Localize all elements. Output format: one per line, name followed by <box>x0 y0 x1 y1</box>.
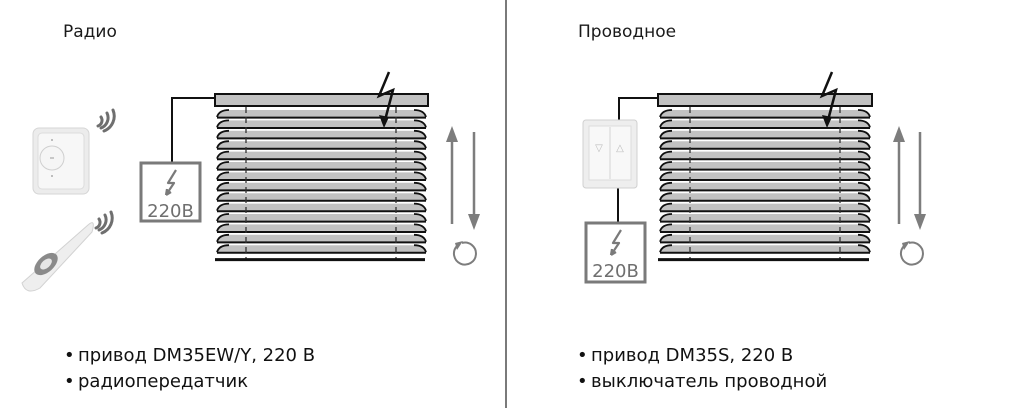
wired-panel: Проводное ▽ △ 220B <box>507 0 1024 408</box>
lightning-bolt-icon <box>819 71 838 125</box>
bullet-marker: • <box>577 345 588 366</box>
radio-wall-transmitter <box>32 127 90 195</box>
arrow-down-icon <box>468 132 480 230</box>
bullet-marker: • <box>64 371 75 392</box>
blind-slat <box>660 151 870 159</box>
blind-slat <box>217 130 426 138</box>
radio-waves-icon <box>96 108 116 133</box>
radio-panel: Радио <box>0 0 506 408</box>
power-wire <box>171 97 216 162</box>
arrow-down-icon <box>914 132 926 230</box>
blind-slat <box>660 245 870 253</box>
blind-slat <box>217 120 426 128</box>
blind-slat <box>217 234 426 242</box>
blind-slat <box>660 162 870 169</box>
wired-wall-switch: ▽ △ <box>582 119 638 189</box>
blind-slat <box>660 203 870 211</box>
arrow-up-icon <box>446 126 458 224</box>
blind-slat <box>660 120 870 128</box>
blind-slat <box>660 224 870 232</box>
switch-down-glyph: ▽ <box>595 143 603 154</box>
headrail <box>214 93 429 107</box>
power-wire <box>618 97 659 122</box>
panel-divider <box>505 0 507 408</box>
arrow-up-icon <box>893 126 905 224</box>
wired-feature-list: •привод DM35S, 220 В •выключатель провод… <box>577 343 827 395</box>
switch-up-glyph: △ <box>616 143 624 154</box>
blind-slat <box>660 182 870 190</box>
radio-remote-control <box>21 222 94 292</box>
bullet-text: привод DM35EW/Y, 220 В <box>78 345 316 366</box>
power-box-label: 220B <box>147 201 194 222</box>
blind-slat <box>217 162 426 169</box>
blind-slat <box>660 130 870 138</box>
blind-slat <box>217 141 426 149</box>
blind-slat <box>660 214 870 221</box>
blind-slat <box>660 141 870 149</box>
radio-feature-list: •привод DM35EW/Y, 220 В •радиопередатчик <box>64 343 315 395</box>
wired-panel-title: Проводное <box>578 22 677 42</box>
blind-slat <box>217 110 426 117</box>
blind-slat <box>217 203 426 211</box>
lightning-bolt-icon <box>376 71 395 125</box>
bullet-text: выключатель проводной <box>591 371 828 392</box>
headrail <box>657 93 873 107</box>
bullet-text: привод DM35S, 220 В <box>591 345 794 366</box>
list-item: •радиопередатчик <box>64 369 315 395</box>
list-item: •привод DM35EW/Y, 220 В <box>64 343 315 369</box>
power-box-label: 220B <box>592 261 639 282</box>
lightning-bolt-icon <box>609 229 622 256</box>
lightning-bolt-icon <box>164 169 177 196</box>
power-supply-box: 220B <box>139 161 202 223</box>
bullet-marker: • <box>64 345 75 366</box>
bullet-text: радиопередатчик <box>78 371 249 392</box>
blind-slat <box>660 110 870 117</box>
blind-slat <box>217 245 426 253</box>
wired-diagram: ▽ △ 220B <box>582 71 926 284</box>
radio-panel-title: Радио <box>63 22 117 42</box>
power-supply-box: 220B <box>584 221 647 284</box>
radio-waves-icon <box>94 210 114 235</box>
blind-slat <box>660 193 870 201</box>
blind-slat <box>217 193 426 201</box>
blind-slat <box>217 224 426 232</box>
blind-slat <box>217 182 426 190</box>
bullet-marker: • <box>577 371 588 392</box>
blind-slat <box>217 151 426 159</box>
rotate-icon <box>452 241 477 266</box>
blind-slat <box>217 214 426 221</box>
rotate-icon <box>899 241 924 266</box>
blind-slat <box>660 234 870 242</box>
blind-slat <box>217 172 426 180</box>
venetian-blind <box>657 93 873 262</box>
venetian-blind <box>214 93 429 262</box>
list-item: •выключатель проводной <box>577 369 827 395</box>
list-item: •привод DM35S, 220 В <box>577 343 827 369</box>
blind-slat <box>660 172 870 180</box>
radio-diagram: 220B <box>21 71 480 292</box>
